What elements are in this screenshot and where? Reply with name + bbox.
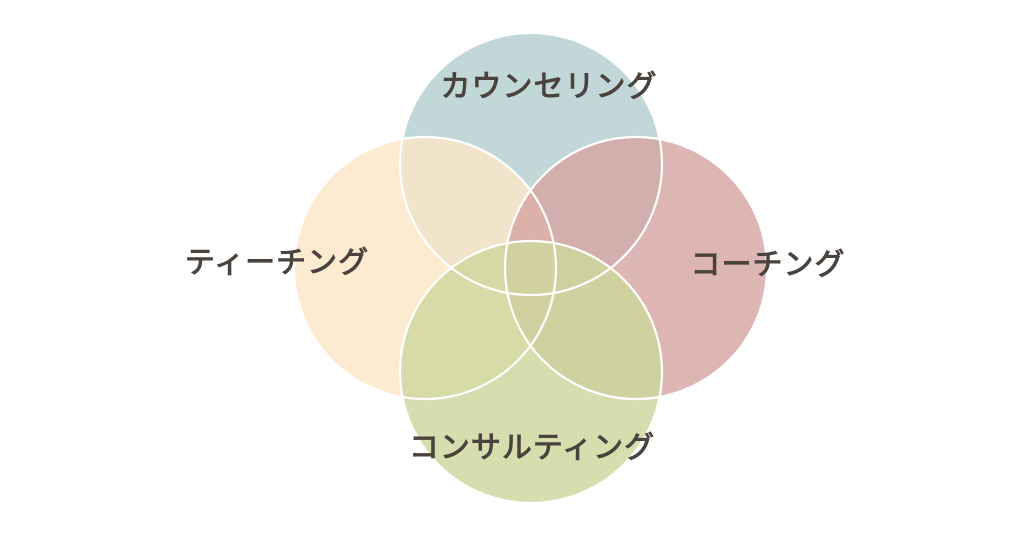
outline-coaching <box>503 135 769 401</box>
circle-outlines <box>292 31 769 505</box>
label-teaching: ティーチング <box>185 246 369 281</box>
circle-labels: カウンセリング ティーチング コーチング コンサルティング <box>185 70 846 466</box>
outline-counseling <box>398 31 664 297</box>
outline-consulting <box>398 239 664 505</box>
label-counseling: カウンセリング <box>441 70 658 105</box>
label-coaching: コーチング <box>691 248 846 283</box>
circle-fills <box>294 33 767 503</box>
label-consulting: コンサルティング <box>409 431 655 466</box>
outline-teaching <box>292 135 558 401</box>
circle-consulting <box>400 241 662 503</box>
